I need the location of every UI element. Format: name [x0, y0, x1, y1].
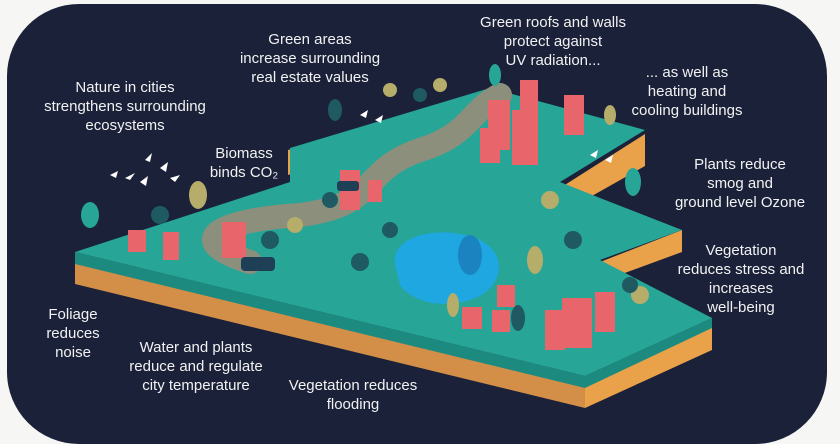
bird-icon	[140, 176, 148, 186]
label-foliage: Foliage reduces noise	[46, 305, 99, 362]
tree	[604, 105, 616, 125]
building	[480, 128, 500, 163]
building	[520, 80, 538, 110]
label-line: ground level Ozone	[674, 194, 806, 211]
bird-icon	[590, 150, 598, 158]
building	[222, 222, 246, 258]
label-green-areas: Green areas increase surrounding real es…	[240, 30, 380, 87]
tree	[151, 206, 169, 224]
bird-icon	[170, 175, 180, 182]
label-line: binds CO₂	[209, 164, 279, 181]
label-line: Green roofs and walls	[480, 14, 626, 31]
tree	[287, 217, 303, 233]
label-nature: Nature in cities strengthens surrounding…	[44, 78, 206, 135]
label-line: heating and	[647, 83, 727, 100]
label-line: Vegetation	[705, 242, 777, 259]
tree	[351, 253, 369, 271]
tree	[622, 277, 638, 293]
building	[562, 298, 592, 348]
label-line: flooding	[326, 396, 380, 413]
label-line: UV radiation...	[505, 52, 601, 69]
tree	[382, 222, 398, 238]
building	[497, 285, 515, 307]
building	[368, 180, 382, 202]
building	[512, 110, 538, 165]
label-line: Vegetation reduces	[288, 377, 418, 394]
tree	[322, 192, 338, 208]
soil-front-left	[75, 262, 585, 408]
label-line: reduces stress and	[677, 261, 805, 278]
label-line: cooling buildings	[631, 102, 743, 119]
lake-shade	[458, 235, 482, 275]
buildings	[128, 80, 615, 350]
tree	[541, 191, 559, 209]
label-flooding: Vegetation reduces flooding	[289, 376, 417, 414]
label-line: reduces	[46, 325, 100, 342]
soil-step	[600, 230, 682, 282]
label-biomass: Biomass binds CO₂	[210, 144, 278, 182]
tree	[447, 293, 459, 317]
label-line: increases	[708, 280, 774, 297]
building	[492, 310, 510, 332]
tree	[383, 83, 397, 97]
label-line: strengthens surrounding	[44, 98, 206, 115]
bird-icon	[360, 110, 368, 118]
label-line: increase surrounding	[239, 50, 381, 67]
building	[462, 307, 482, 329]
building	[128, 230, 146, 252]
car	[337, 181, 359, 191]
label-line: Plants reduce	[694, 156, 786, 173]
label-line: Biomass	[215, 145, 273, 162]
lake	[394, 232, 499, 305]
bird-icon	[110, 171, 118, 178]
label-line: real estate values	[251, 69, 369, 86]
tree	[413, 88, 427, 102]
label-smog: Plants reduce smog and ground level Ozon…	[675, 155, 805, 212]
label-line: ... as well as	[645, 64, 729, 81]
building	[564, 95, 584, 135]
bird-icon	[125, 173, 135, 180]
label-green-roofs: Green roofs and walls protect against UV…	[480, 13, 626, 70]
label-line: smog and	[707, 175, 773, 192]
trees	[81, 64, 649, 331]
label-line: Green areas	[268, 31, 352, 48]
birds	[110, 110, 613, 186]
tree	[511, 305, 525, 331]
label-line: Nature in cities	[75, 79, 175, 96]
tree	[564, 231, 582, 249]
label-line: Water and plants	[139, 339, 253, 356]
bird-icon	[145, 153, 152, 162]
tree	[261, 231, 279, 249]
tree	[81, 202, 99, 228]
building	[163, 232, 179, 260]
car	[241, 257, 275, 271]
tree	[527, 246, 543, 274]
soil-front-right	[585, 326, 712, 408]
tree	[625, 168, 641, 196]
label-line: noise	[55, 344, 91, 361]
bird-icon	[160, 162, 168, 172]
bird-icon	[375, 115, 383, 123]
label-line: Foliage	[48, 306, 98, 323]
building	[595, 292, 615, 332]
tree	[433, 78, 447, 92]
building	[545, 310, 565, 350]
label-heating: ... as well as heating and cooling build…	[632, 63, 743, 120]
tree	[489, 64, 501, 86]
label-temperature: Water and plants reduce and regulate cit…	[129, 338, 262, 395]
bird-icon	[605, 155, 613, 163]
label-line: well-being	[707, 299, 775, 316]
label-stress: Vegetation reduces stress and increases …	[678, 241, 805, 317]
label-line: city temperature	[142, 377, 250, 394]
label-line: ecosystems	[85, 117, 165, 134]
tree	[189, 181, 207, 209]
city-landscape-illustration	[75, 64, 712, 408]
label-line: reduce and regulate	[129, 358, 263, 375]
tree	[328, 99, 342, 121]
label-line: protect against	[503, 33, 603, 50]
